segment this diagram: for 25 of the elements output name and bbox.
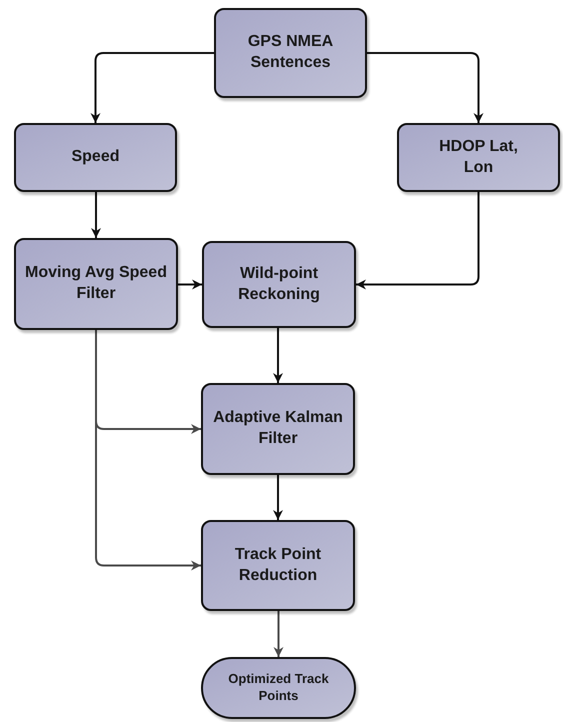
node-label: Speed (71, 147, 120, 168)
node-label: Optimized Track Points (227, 671, 330, 705)
node-label: Adaptive Kalman Filter (212, 408, 344, 449)
arrow (95, 330, 201, 570)
process-box (14, 238, 178, 330)
arrow (90, 52, 214, 123)
process-box (202, 241, 356, 328)
node-label: GPS NMEA Sentences (246, 32, 334, 73)
node-label: Moving Avg Speed Filter (24, 263, 168, 304)
arrow (274, 611, 284, 657)
terminal-pill (201, 657, 356, 719)
node-label: Track Point Reduction (234, 544, 322, 586)
arrow (356, 192, 480, 290)
node-label: HDOP Lat, Lon (438, 136, 519, 178)
arrow (273, 328, 283, 383)
process-box (397, 123, 560, 192)
arrow (178, 280, 202, 290)
node-label: Wild-point Reckoning (237, 264, 321, 304)
arrow (367, 52, 484, 123)
process-box (201, 520, 355, 611)
process-box (201, 383, 355, 475)
process-box (14, 123, 177, 192)
arrow (91, 192, 101, 238)
process-box (214, 8, 367, 98)
arrow (273, 475, 283, 520)
